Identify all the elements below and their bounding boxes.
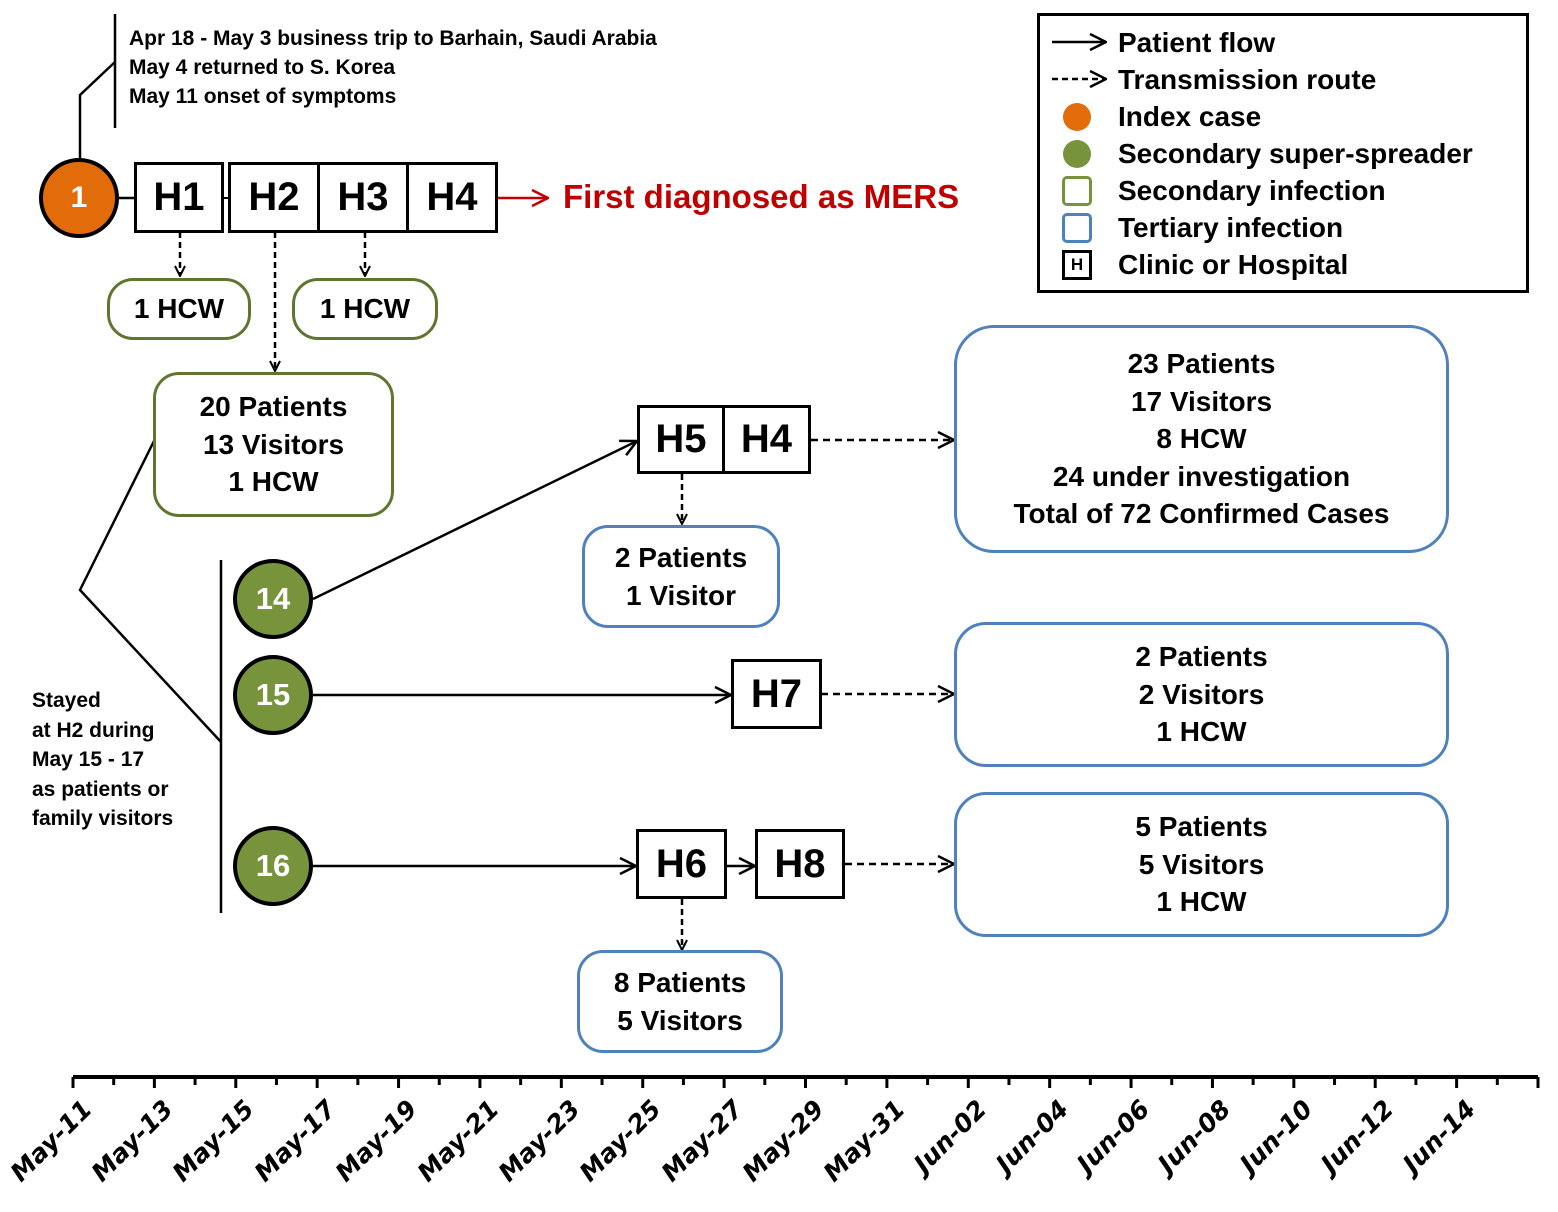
h2-secondary-box[interactable]: 20 Patients 13 Visitors 1 HCW xyxy=(153,372,394,517)
hospital-h4-second[interactable]: H4 xyxy=(722,405,811,474)
case-line: 1 HCW xyxy=(133,293,225,325)
hospital-box-icon: H xyxy=(1040,246,1118,283)
hospital-label: H1 xyxy=(153,175,205,219)
h8-tertiary-box[interactable]: 5 Patients 5 Visitors 1 HCW xyxy=(954,792,1449,937)
index-case-node[interactable]: 1 xyxy=(39,158,119,238)
solid-arrow-icon xyxy=(1040,24,1118,61)
case-line: 1 Visitor xyxy=(626,579,736,611)
index-notes: Apr 18 - May 3 business trip to Barhain,… xyxy=(129,24,657,111)
hospital-h5[interactable]: H5 xyxy=(637,405,725,474)
dashed-arrow-icon xyxy=(1040,61,1118,98)
hospital-h8[interactable]: H8 xyxy=(755,829,845,899)
hospital-h2[interactable]: H2 xyxy=(228,162,320,233)
hospital-h7[interactable]: H7 xyxy=(731,659,822,729)
note-line: Apr 18 - May 3 business trip to Barhain,… xyxy=(129,27,657,50)
legend-item-tertiary-infection: Tertiary infection xyxy=(1040,209,1526,246)
legend-label: Secondary super-spreader xyxy=(1118,137,1473,169)
legend-label: Secondary infection xyxy=(1118,174,1386,206)
case-line: 17 Visitors xyxy=(1130,385,1273,417)
h5-tertiary-box[interactable]: 2 Patients 1 Visitor xyxy=(582,525,780,628)
legend-label: Clinic or Hospital xyxy=(1118,248,1349,280)
h2-cases-to-spreaders-bracket xyxy=(78,440,222,743)
case-line: 5 Patients xyxy=(1135,811,1268,843)
case-line: 20 Patients xyxy=(199,391,348,423)
case-id: 16 xyxy=(255,848,291,883)
hospital-h6[interactable]: H6 xyxy=(636,829,727,899)
case-line: 5 Visitors xyxy=(617,1004,743,1036)
hospital-label: H4 xyxy=(740,417,793,461)
hospital-label: H8 xyxy=(774,841,826,886)
case-line: 1 HCW xyxy=(1156,716,1247,748)
legend-label: Tertiary infection xyxy=(1118,211,1344,243)
case-line: 2 Patients xyxy=(1135,641,1268,673)
case-line: 2 Visitors xyxy=(1138,678,1265,710)
green-square-icon xyxy=(1040,172,1118,209)
case-line: 24 under investigation xyxy=(1052,460,1351,492)
note-line: family visitors xyxy=(32,807,174,830)
hospital-label: H2 xyxy=(248,175,300,219)
hospital-h3[interactable]: H3 xyxy=(317,162,409,233)
note-line: May 4 returned to S. Korea xyxy=(129,56,396,79)
case-line: 8 Patients xyxy=(613,967,747,998)
blue-square-icon xyxy=(1040,209,1118,246)
case-id: 15 xyxy=(255,677,291,712)
stayed-note: Stayed at H2 during May 15 - 17 as patie… xyxy=(32,686,173,834)
case-line: 1 HCW xyxy=(319,293,411,325)
legend-item-index-case: Index case xyxy=(1040,98,1526,135)
h1-secondary-box[interactable]: 1 HCW xyxy=(107,278,251,340)
hospital-label: H5 xyxy=(655,417,707,461)
case-line: 1 HCW xyxy=(228,466,319,498)
case14-to-h5-arrow xyxy=(312,441,637,601)
timeline-axis xyxy=(71,1075,1540,1088)
legend-item-secondary-infection: Secondary infection xyxy=(1040,172,1526,209)
note-line: May 11 onset of symptoms xyxy=(129,85,397,108)
legend-item-hospital: H Clinic or Hospital xyxy=(1040,246,1526,283)
note-line: Stayed xyxy=(32,689,101,712)
hospital-h4[interactable]: H4 xyxy=(406,162,498,233)
case-line: 2 Patients xyxy=(614,542,748,573)
legend-label: Transmission route xyxy=(1118,63,1377,95)
legend: Patient flow Transmission route Index ca… xyxy=(1037,13,1529,293)
hospital-label: H6 xyxy=(655,841,708,886)
case-line: 8 HCW xyxy=(1156,423,1247,455)
case-line: 1 HCW xyxy=(1156,886,1247,918)
h7-tertiary-box[interactable]: 2 Patients 2 Visitors 1 HCW xyxy=(954,622,1449,767)
case-line: 5 Visitors xyxy=(1138,848,1265,880)
note-line: as patients or xyxy=(32,777,169,801)
case-line: Total of 72 Confirmed Cases xyxy=(1013,498,1390,530)
note-line: May 15 - 17 xyxy=(32,748,145,771)
case-line: 13 Visitors xyxy=(202,428,345,460)
hospital-h1[interactable]: H1 xyxy=(134,162,224,233)
legend-item-transmission-route: Transmission route xyxy=(1040,61,1526,98)
h4-tertiary-box[interactable]: 23 Patients 17 Visitors 8 HCW 24 under i… xyxy=(954,325,1449,553)
super-spreader-15[interactable]: 15 xyxy=(233,655,313,735)
legend-item-super-spreader: Secondary super-spreader xyxy=(1040,135,1526,172)
diagnosis-label: First diagnosed as MERS xyxy=(563,178,960,215)
h3-secondary-box[interactable]: 1 HCW xyxy=(292,278,438,340)
legend-item-patient-flow: Patient flow xyxy=(1040,24,1526,61)
hospital-label: H4 xyxy=(426,175,478,219)
case-id: 14 xyxy=(255,581,291,616)
legend-label: Index case xyxy=(1118,100,1262,132)
legend-label: Patient flow xyxy=(1118,26,1276,58)
hospital-label: H3 xyxy=(337,175,389,219)
case-line: 23 Patients xyxy=(1127,348,1276,380)
green-dot-icon xyxy=(1040,135,1118,172)
index-case-label: 1 xyxy=(70,181,88,214)
orange-dot-icon xyxy=(1040,98,1118,135)
super-spreader-16[interactable]: 16 xyxy=(233,826,313,906)
note-line: at H2 during xyxy=(32,718,155,742)
hospital-label: H7 xyxy=(750,671,803,716)
h6-tertiary-box[interactable]: 8 Patients 5 Visitors xyxy=(577,950,783,1053)
index-to-notes-connector xyxy=(78,61,116,160)
super-spreader-14[interactable]: 14 xyxy=(233,559,313,639)
